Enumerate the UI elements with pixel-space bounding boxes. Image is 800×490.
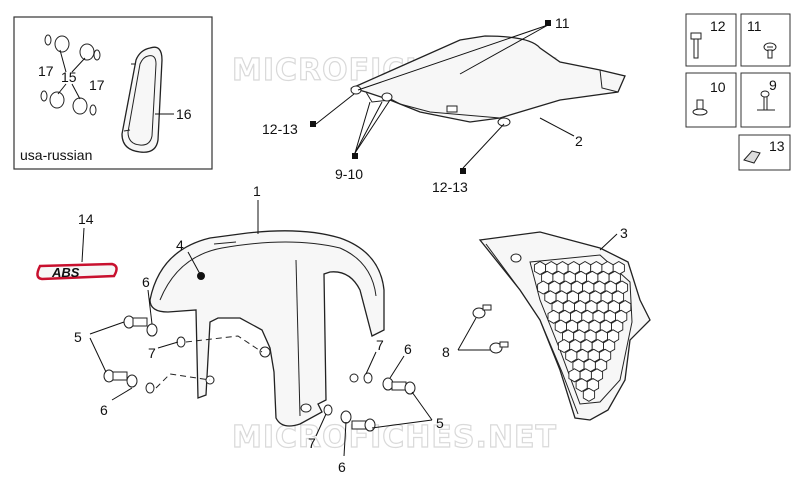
honeycomb-cell xyxy=(537,280,550,295)
right-fasteners xyxy=(323,372,416,432)
callout-1: 1 xyxy=(253,183,261,199)
callout-7-bottom: 7 xyxy=(308,435,316,451)
legend-box-9: 9 xyxy=(740,72,791,128)
honeycomb-cell xyxy=(565,348,578,363)
callout-8: 8 xyxy=(442,344,450,360)
legend-box-10: 10 xyxy=(685,72,737,128)
callout-5-right: 5 xyxy=(436,415,444,431)
svg-text:11: 11 xyxy=(747,18,762,34)
callout-7-right: 7 xyxy=(376,337,384,353)
honeycomb-cell xyxy=(544,290,557,305)
svg-text:13: 13 xyxy=(769,138,785,154)
honeycomb-cell xyxy=(557,338,571,354)
part-3-grille xyxy=(478,231,651,421)
abs-badge-text: ABS xyxy=(51,265,80,280)
callout-7-left: 7 xyxy=(148,345,156,361)
callout-11: 11 xyxy=(555,15,570,31)
svg-text:10: 10 xyxy=(710,79,726,95)
honeycomb-cell xyxy=(533,260,547,276)
inset-usa-russian: 17 15 17 16 usa-russian xyxy=(13,16,213,170)
part-2-cover xyxy=(350,35,626,127)
legend-box-11: 11 xyxy=(740,13,791,67)
callout-5-left: 5 xyxy=(74,329,82,345)
legend-box-13: 13 xyxy=(738,134,791,171)
callout-15: 15 xyxy=(61,69,77,85)
legend-box-12: 12 xyxy=(685,13,737,67)
callout-3: 3 xyxy=(620,225,628,241)
callout-17-right: 17 xyxy=(89,77,105,93)
callout-6-bottom-left: 6 xyxy=(100,402,108,418)
honeycomb-cell xyxy=(568,368,581,383)
callout-2: 2 xyxy=(575,133,583,149)
callout-9-10: 9-10 xyxy=(335,166,363,182)
abs-badge: 14 ABS xyxy=(36,211,118,281)
left-fasteners xyxy=(103,315,263,394)
svg-text:12: 12 xyxy=(710,18,726,34)
svg-text:9: 9 xyxy=(769,77,777,93)
part-8-clips xyxy=(472,304,509,354)
honeycomb-cell xyxy=(547,309,560,324)
callout-6-top-left: 6 xyxy=(142,274,150,290)
honeycomb-cell xyxy=(582,387,596,402)
callout-17-left: 17 xyxy=(38,63,54,79)
callout-14: 14 xyxy=(78,211,94,227)
honeycomb-mesh xyxy=(533,260,632,402)
callout-4: 4 xyxy=(176,237,184,253)
callout-12-13-left: 12-13 xyxy=(262,121,298,137)
callout-6-right: 6 xyxy=(404,341,412,357)
callout-6-bottom: 6 xyxy=(338,459,346,475)
callout-12-13-right: 12-13 xyxy=(432,179,468,195)
inset-caption: usa-russian xyxy=(20,147,92,163)
callout-16: 16 xyxy=(176,106,192,122)
honeycomb-cell xyxy=(575,377,588,393)
part-1-mudguard xyxy=(149,230,385,427)
honeycomb-cell xyxy=(554,319,567,334)
